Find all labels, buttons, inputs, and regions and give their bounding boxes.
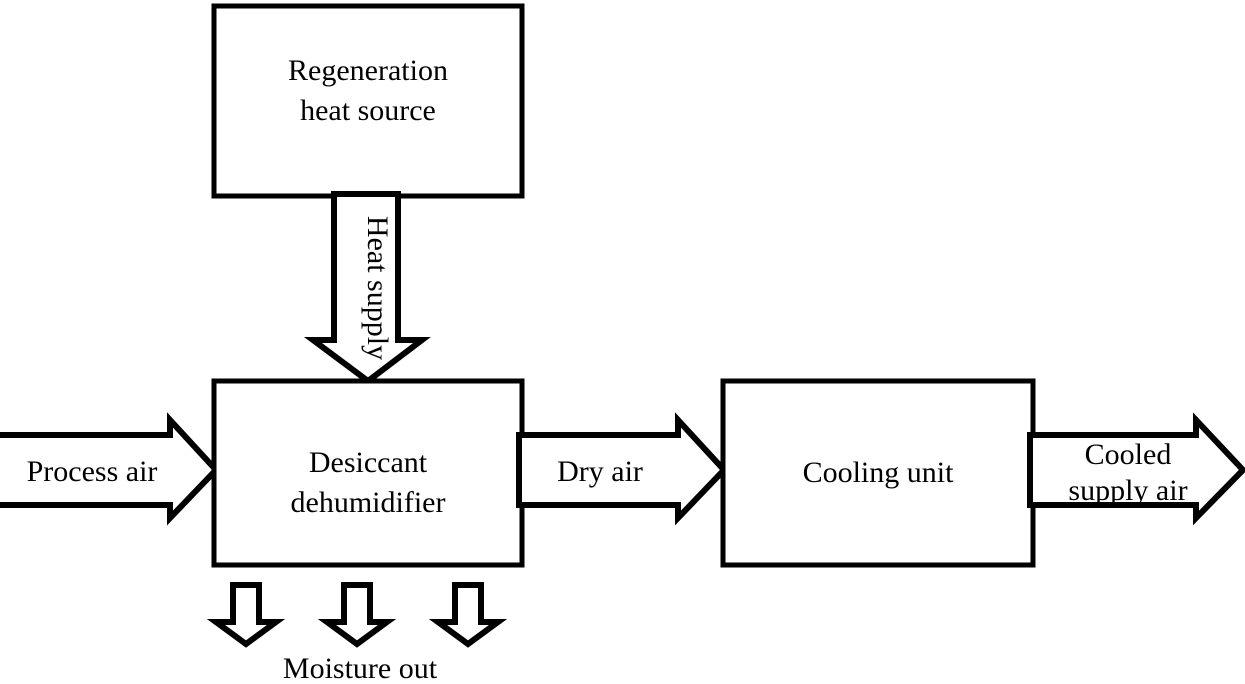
- arrow-moisture-out-group[interactable]: Moisture out: [206, 582, 508, 684]
- cooled-supply-air-arrow-shape: [1027, 412, 1245, 526]
- arrow-process-air[interactable]: Process air: [0, 412, 221, 526]
- arrow-heat-supply[interactable]: Heat supply: [303, 191, 431, 385]
- desiccant-dehumidifier-rect: [211, 378, 525, 568]
- dry-air-arrow-shape: [516, 412, 729, 526]
- moisture-out-arrow-1: [206, 582, 286, 648]
- regeneration-heat-source-label-line1: Regeneration: [288, 54, 448, 87]
- box-cooling-unit[interactable]: Cooling unit: [720, 378, 1036, 568]
- cooled-supply-air-label-line1: Cooled: [1085, 438, 1172, 471]
- box-regeneration-heat-source[interactable]: Regeneration heat source: [211, 3, 525, 199]
- moisture-out-label: Moisture out: [283, 652, 438, 684]
- heat-supply-arrow-shape: [303, 191, 431, 385]
- regeneration-heat-source-label-line2: heat source: [300, 94, 436, 127]
- desiccant-dehumidifier-label-line1: Desiccant: [309, 446, 428, 479]
- moisture-out-arrow-3: [428, 582, 508, 648]
- heat-supply-label: Heat supply: [361, 216, 394, 360]
- cooling-unit-label-line1: Cooling unit: [803, 456, 955, 489]
- box-desiccant-dehumidifier[interactable]: Desiccant dehumidifier: [211, 378, 525, 568]
- dry-air-label: Dry air: [557, 455, 643, 488]
- regeneration-heat-source-rect: [211, 3, 525, 199]
- arrow-dry-air[interactable]: Dry air: [516, 412, 729, 526]
- desiccant-dehumidifier-label-line2: dehumidifier: [291, 486, 446, 519]
- process-air-arrow-shape: [0, 412, 221, 526]
- process-air-label: Process air: [27, 455, 158, 488]
- arrow-cooled-supply-air[interactable]: Cooled supply air: [1027, 412, 1245, 526]
- cooled-supply-air-label-line2: supply air: [1068, 474, 1187, 507]
- moisture-out-arrow-2: [317, 582, 397, 648]
